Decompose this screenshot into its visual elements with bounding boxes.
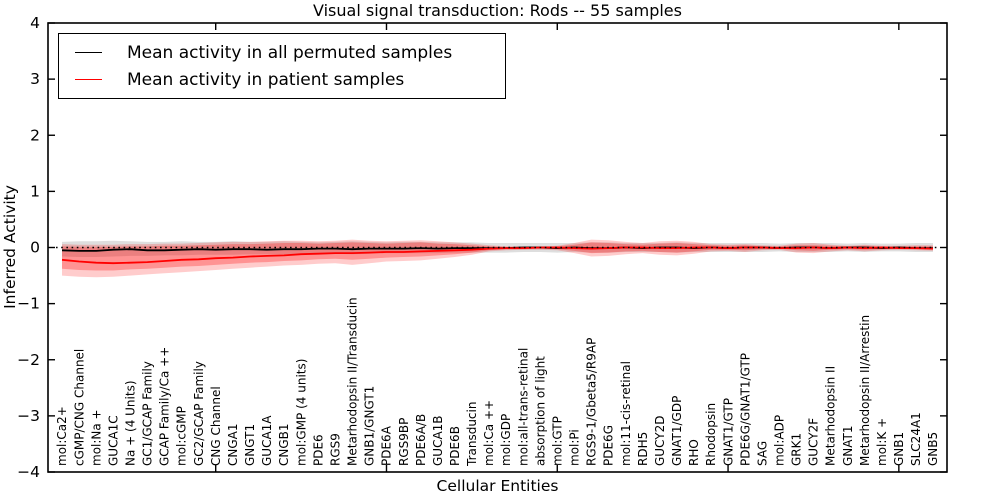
x-category-label: PDE6A	[380, 425, 394, 466]
x-category-label: mol:K +	[875, 418, 889, 466]
x-category-label: mol:GMP (4 units)	[294, 359, 308, 466]
x-category-label: GUCY2F	[807, 418, 821, 466]
x-category-label: cGMP/CNG Channel	[72, 349, 86, 466]
legend-line-permuted-icon	[75, 52, 102, 53]
x-category-label: Metarhodopsin II	[824, 366, 838, 466]
y-tick-label: 2	[30, 126, 40, 144]
x-category-label: mol:ADP	[773, 415, 787, 466]
x-category-label: GNB5	[926, 432, 940, 466]
x-category-label: mol:all-trans-retinal	[516, 348, 530, 466]
patient-mean-line	[61, 246, 934, 265]
x-category-label: CNGB1	[277, 423, 291, 466]
x-category-label: PDE6	[311, 434, 325, 466]
x-category-label: absorption of light	[533, 356, 547, 466]
x-category-label: GNB1/GNGT1	[363, 386, 377, 466]
x-category-label: GC2/GCAP Family	[192, 361, 206, 466]
legend-entry-patient: Mean activity in patient samples	[59, 66, 505, 93]
legend-label-permuted: Mean activity in all permuted samples	[127, 42, 453, 63]
y-tick-label: 1	[30, 182, 40, 200]
x-category-label: RGS9-1/Gbeta5/R9AP	[585, 338, 599, 466]
x-category-label: CNG Channel	[209, 386, 223, 466]
x-category-label: GNB1	[892, 432, 906, 466]
x-category-label: GUCA1A	[260, 415, 274, 466]
y-tick-label: 0	[30, 239, 40, 257]
x-category-label: GNAT1/GTP	[721, 398, 735, 466]
x-category-label: SLC24A1	[909, 412, 923, 466]
legend-entry-permuted: Mean activity in all permuted samples	[59, 39, 505, 66]
y-tick-label: 4	[30, 14, 40, 32]
x-category-label: mol:Ca ++	[482, 400, 496, 466]
x-category-label: RDH5	[636, 432, 650, 466]
x-category-label: Rhodopsin	[704, 403, 718, 466]
x-category-label: GUCY2D	[653, 416, 667, 466]
legend-label-patient: Mean activity in patient samples	[127, 69, 405, 90]
x-category-label: mol:Ca2+	[55, 406, 69, 466]
chart-title: Visual signal transduction: Rods -- 55 s…	[313, 1, 682, 20]
y-tick-label: −3	[17, 407, 40, 425]
y-axis-label: Inferred Activity	[1, 185, 19, 309]
x-category-label: RGS9	[329, 433, 343, 466]
x-category-label: GNAT1	[841, 425, 855, 466]
x-category-label: GRK1	[790, 433, 804, 466]
x-category-label: GCAP Family/Ca ++	[158, 347, 172, 466]
x-category-label: mol:cGMP	[175, 406, 189, 466]
x-category-label: Transducin	[465, 402, 479, 467]
x-category-label: mol:GDP	[499, 414, 513, 466]
y-tick-label: 3	[30, 70, 40, 88]
x-category-label: GUCA1C	[106, 415, 120, 466]
x-category-label: Metarhodopsin II/Arrestin	[858, 315, 872, 466]
x-category-label: mol:Na +	[89, 409, 103, 466]
x-category-label: GC1/GCAP Family	[141, 361, 155, 466]
x-category-label: SAG	[755, 441, 769, 466]
x-category-label: GUCA1B	[431, 415, 445, 466]
x-category-label: Na + (4 Units)	[124, 380, 138, 466]
x-category-label: PDE6G/GNAT1/GTP	[738, 353, 752, 466]
x-category-label: RHO	[687, 439, 701, 466]
x-category-label: PDE6B	[448, 426, 462, 466]
x-category-label: Metarhodopsin II/Transducin	[346, 297, 360, 466]
y-tick-label: −2	[17, 351, 40, 369]
x-category-label: RGS9BP	[397, 418, 411, 466]
x-category-label: CNGA1	[226, 424, 240, 467]
x-axis-label: Cellular Entities	[436, 477, 559, 495]
x-category-label: mol:11-cis-retinal	[619, 361, 633, 466]
x-category-label: mol:GTP	[551, 416, 565, 466]
x-category-label: PDE6G	[602, 425, 616, 466]
x-category-label: mol:Pi	[568, 429, 582, 466]
legend: Mean activity in all permuted samples Me…	[58, 33, 506, 99]
y-tick-label: −1	[17, 295, 40, 313]
y-tick-label: −4	[17, 463, 40, 481]
x-category-label: GNGT1	[243, 424, 257, 466]
x-category-label: PDE6A/B	[414, 414, 428, 466]
x-category-label: GNAT1/GDP	[670, 396, 684, 466]
legend-line-patient-icon	[75, 79, 102, 80]
